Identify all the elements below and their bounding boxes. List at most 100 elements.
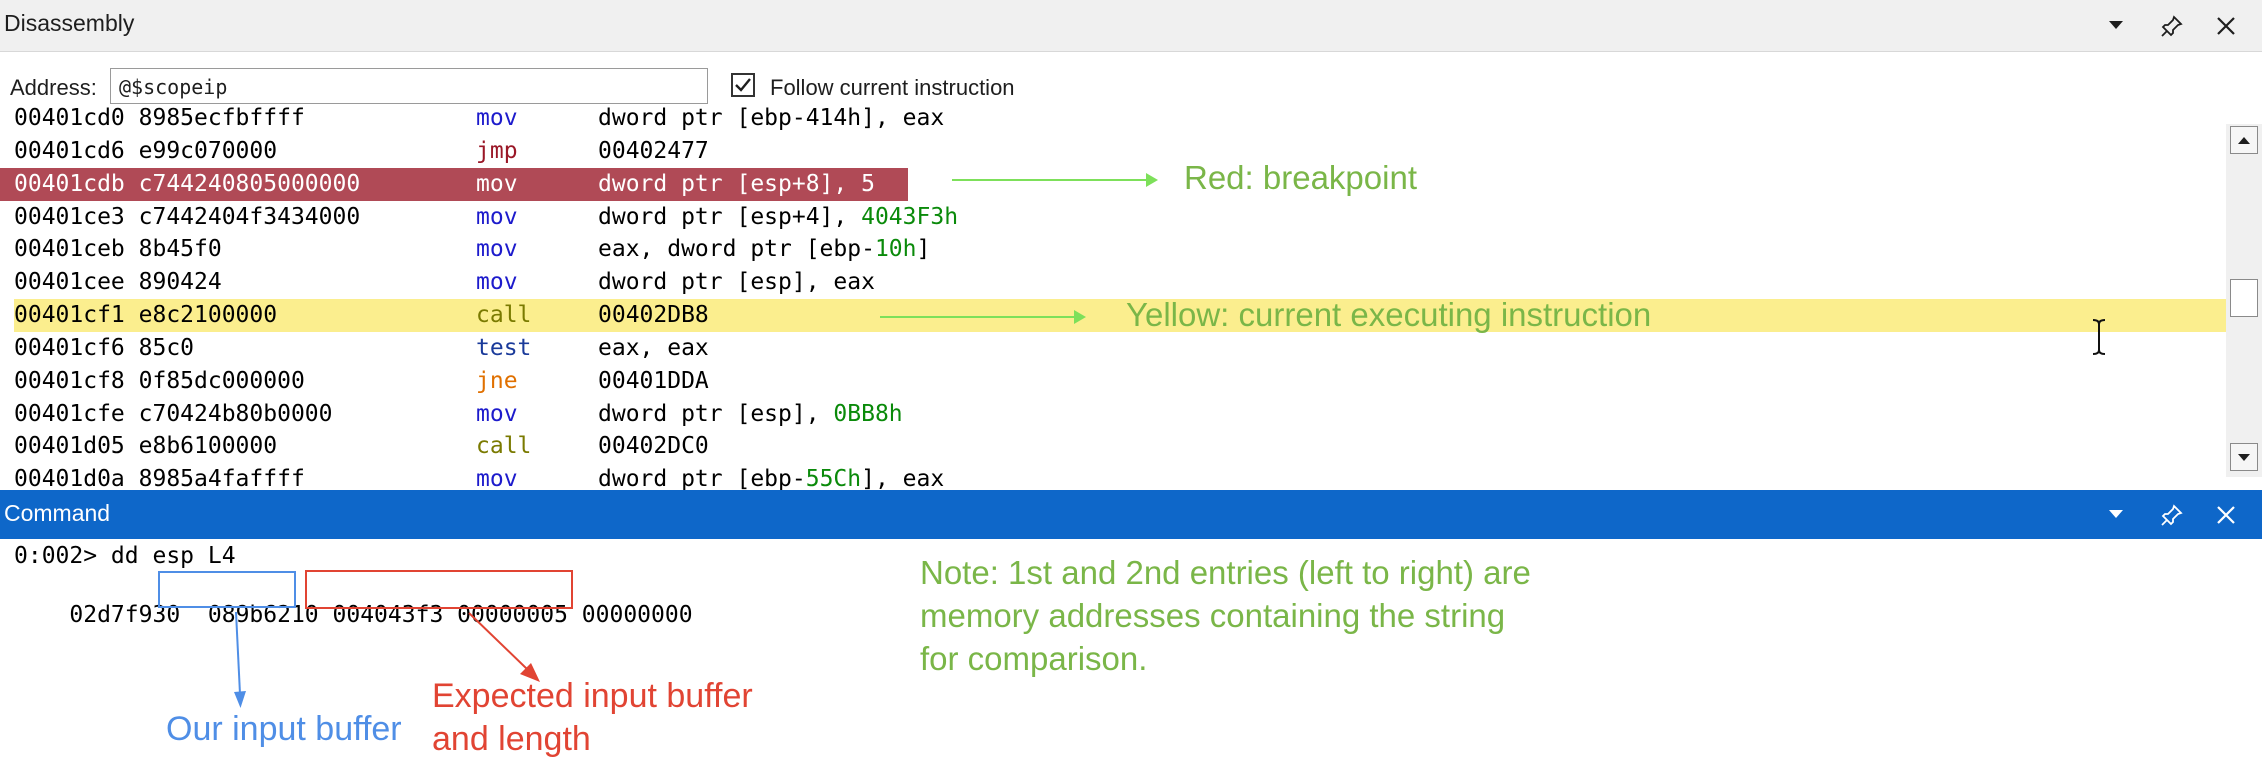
operand-number: 0BB8h xyxy=(833,401,903,427)
disasm-mnemonic: mov xyxy=(476,466,518,492)
disasm-mnemonic: jmp xyxy=(476,138,518,164)
input-buffer-arrow xyxy=(234,611,246,708)
disasm-row[interactable]: 00401d0a 8985a4faffff mov dword ptr [ebp… xyxy=(0,463,2226,496)
disasm-mnemonic: jne xyxy=(476,368,518,394)
breakpoint-arrow xyxy=(952,173,1158,187)
follow-current-instruction-checkbox[interactable] xyxy=(731,73,755,97)
disasm-row[interactable]: 00401ce3 c7442404f3434000 mov dword ptr … xyxy=(0,201,2226,234)
scroll-down-icon[interactable] xyxy=(2230,443,2258,471)
operand-text: ], eax xyxy=(861,466,945,492)
disasm-address: 00401cf8 0f85dc000000 xyxy=(14,368,305,394)
disasm-row[interactable]: 00401cee 890424 mov dword ptr [esp], eax xyxy=(0,266,2226,299)
scroll-up-icon[interactable] xyxy=(2230,126,2258,154)
window-menu-chevron-down-icon[interactable] xyxy=(2098,7,2134,43)
dump-value-4: 00000000 xyxy=(581,602,693,628)
note-annotation: Note: 1st and 2nd entries (left to right… xyxy=(920,551,1531,680)
expected-buffer-highlight-box xyxy=(305,570,573,609)
follow-current-instruction-label: Follow current instruction xyxy=(770,75,1015,100)
disassembly-scrollbar[interactable] xyxy=(2226,124,2262,477)
disasm-operands: eax, eax xyxy=(598,335,709,361)
current-instruction-arrow xyxy=(880,310,1086,324)
expected-buffer-arrow xyxy=(468,612,540,682)
disasm-mnemonic: mov xyxy=(476,401,518,427)
disasm-operands: 00402477 xyxy=(598,138,709,164)
disasm-address: 00401cfe c70424b80b0000 xyxy=(14,401,333,427)
operand-number: 10h xyxy=(874,236,917,262)
operand-number: 4043F3h xyxy=(861,204,959,230)
disasm-row-breakpoint[interactable]: 00401cdb c744240805000000 mov dword ptr … xyxy=(0,168,908,201)
operand-text: dword ptr [ebp- xyxy=(598,466,806,492)
disasm-address: 00401cf6 85c0 xyxy=(14,335,195,361)
dump-value-2: 004043f3 xyxy=(332,602,444,628)
disasm-row[interactable]: 00401cfe c70424b80b0000 mov dword ptr [e… xyxy=(0,398,2226,431)
disasm-operands: 00402DB8 xyxy=(598,302,709,328)
disasm-mnemonic: test xyxy=(476,335,532,361)
disasm-operands: 00401DDA xyxy=(598,368,709,394)
close-icon[interactable] xyxy=(2208,497,2244,533)
pin-icon[interactable] xyxy=(2154,497,2190,533)
disasm-operands: dword ptr [ebp-414h], eax xyxy=(598,105,945,131)
disasm-operands: dword ptr [esp], eax xyxy=(598,269,875,295)
disassembly-titlebar: Disassembly xyxy=(0,0,2262,52)
disasm-row-current[interactable]: 00401cf1 e8c2100000 call 00402DB8 xyxy=(14,299,2226,332)
window-menu-chevron-down-icon[interactable] xyxy=(2098,496,2134,532)
disasm-address: 00401cf1 e8c2100000 xyxy=(14,302,278,328)
breakpoint-annotation: Red: breakpoint xyxy=(1184,159,1417,196)
disasm-address: 00401cd0 8985ecfbffff xyxy=(14,105,305,131)
disasm-operands: dword ptr [esp], 0BB8h xyxy=(598,398,903,431)
dump-value-3: 00000005 xyxy=(457,602,568,628)
disasm-row[interactable]: 00401cd6 e99c070000 jmp 00402477 xyxy=(0,135,2226,168)
disasm-operands: dword ptr [ebp-55Ch], eax xyxy=(598,463,944,496)
command-title: Command xyxy=(4,500,111,526)
disassembly-listing[interactable]: 00401cd0 8985ecfbffff mov dword ptr [ebp… xyxy=(0,105,2226,492)
checkmark-icon xyxy=(735,78,751,92)
current-instruction-annotation: Yellow: current executing instruction xyxy=(1126,296,1652,333)
disasm-row[interactable]: 00401d05 e8b6100000 call 00402DC0 xyxy=(0,430,2226,463)
disasm-address: 00401d0a 8985a4faffff xyxy=(14,466,305,492)
disasm-mnemonic: call xyxy=(476,302,532,328)
disasm-mnemonic: mov xyxy=(476,105,518,131)
operand-text: dword ptr [esp+4], xyxy=(598,204,862,230)
close-icon[interactable] xyxy=(2208,8,2244,44)
command-prompt-line: 0:002> dd esp L4 xyxy=(14,543,236,569)
pin-icon[interactable] xyxy=(2154,8,2190,44)
disasm-row[interactable]: 00401cf6 85c0 test eax, eax xyxy=(0,332,2226,365)
disasm-row[interactable]: 00401cd0 8985ecfbffff mov dword ptr [ebp… xyxy=(0,102,2226,135)
memory-dump-line: 02d7f930 089b6210 004043f3 00000005 0000… xyxy=(14,576,693,654)
disasm-operands: dword ptr [esp+4], 4043F3h xyxy=(598,201,958,234)
our-input-buffer-annotation: Our input buffer xyxy=(166,710,402,748)
note-line-2: memory addresses containing the string xyxy=(920,597,1506,634)
disasm-mnemonic: mov xyxy=(476,236,518,262)
disassembly-title: Disassembly xyxy=(4,10,135,36)
operand-text: dword ptr [esp], xyxy=(598,401,834,427)
disasm-operands: eax, dword ptr [ebp-10h] xyxy=(598,233,930,266)
disasm-mnemonic: mov xyxy=(476,269,518,295)
disasm-address: 00401cee 890424 xyxy=(14,269,222,295)
disasm-address: 00401d05 e8b6100000 xyxy=(14,433,278,459)
disasm-address: 00401ceb 8b45f0 xyxy=(14,236,222,262)
input-buffer-highlight-box xyxy=(158,571,296,608)
scrollbar-thumb[interactable] xyxy=(2230,279,2258,317)
command-output[interactable]: 0:002> dd esp L4 02d7f930 089b6210 00404… xyxy=(0,539,2262,766)
disasm-mnemonic: call xyxy=(476,433,532,459)
disasm-mnemonic: mov xyxy=(476,204,518,230)
address-label: Address: xyxy=(10,75,97,100)
expected-line-1: Expected input buffer xyxy=(432,677,753,715)
text-cursor-icon xyxy=(2092,319,2106,355)
disasm-row[interactable]: 00401ceb 8b45f0 mov eax, dword ptr [ebp-… xyxy=(0,233,2226,266)
disasm-operands: dword ptr [esp+8], 5 xyxy=(598,171,875,197)
address-input[interactable]: @$scopeip xyxy=(110,68,708,104)
expected-line-2: and length xyxy=(432,720,591,758)
disasm-address: 00401cdb c744240805000000 xyxy=(14,171,361,197)
disasm-address: 00401cd6 e99c070000 xyxy=(14,138,278,164)
disasm-row[interactable]: 00401cf8 0f85dc000000 jne 00401DDA xyxy=(0,365,2226,398)
expected-input-annotation: Expected input buffer and length xyxy=(432,675,753,761)
disasm-operands: 00402DC0 xyxy=(598,433,709,459)
note-line-3: for comparison. xyxy=(920,640,1148,677)
command-titlebar: Command xyxy=(0,490,2262,539)
note-line-1: Note: 1st and 2nd entries (left to right… xyxy=(920,554,1531,591)
operand-number: 55Ch xyxy=(805,466,862,492)
disasm-mnemonic: mov xyxy=(476,171,518,197)
disasm-address: 00401ce3 c7442404f3434000 xyxy=(14,204,361,230)
operand-text: ] xyxy=(916,236,931,262)
